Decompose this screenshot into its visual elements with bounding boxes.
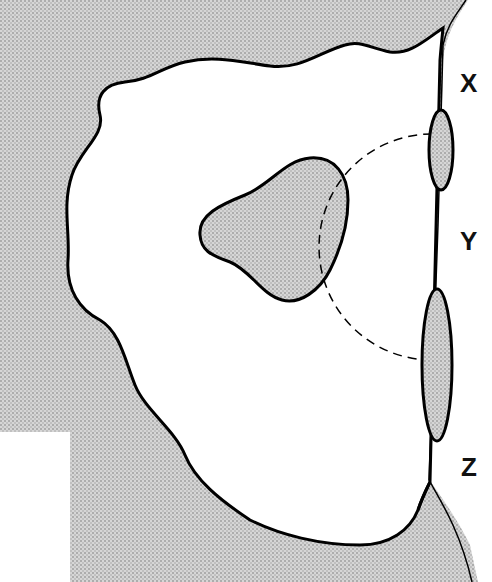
region-label: Z [461, 454, 477, 480]
region-label: Y [460, 228, 477, 254]
central-blob [200, 158, 348, 301]
dashed-arc [319, 134, 432, 360]
cavity-outline [67, 28, 443, 545]
shaded-ground [0, 0, 478, 582]
top-oval [429, 110, 453, 190]
bottom-oval [422, 289, 452, 441]
region-label: X [460, 70, 477, 96]
ground-outline [418, 482, 430, 510]
